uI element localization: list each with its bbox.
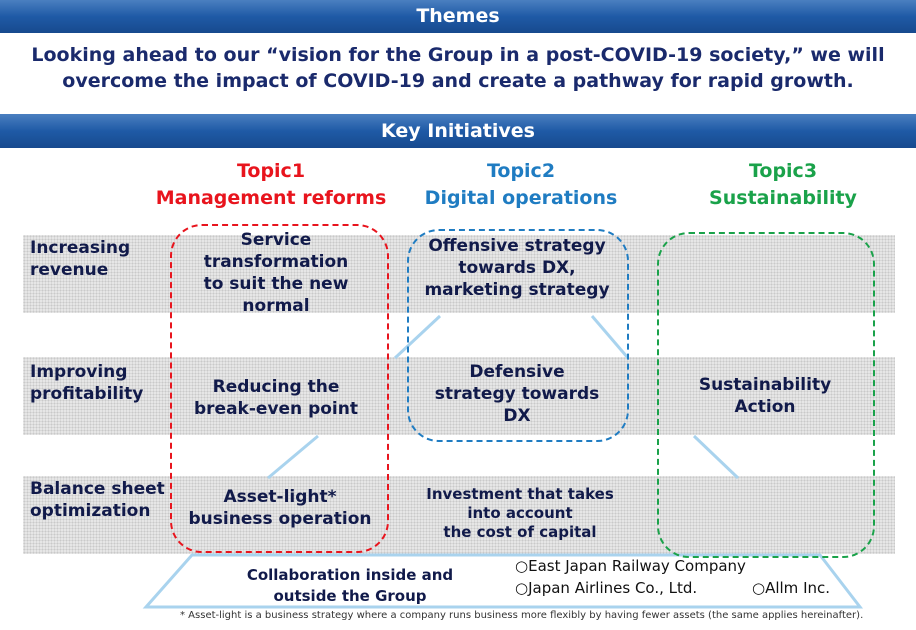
- topic3-name: Sustainability: [709, 187, 857, 209]
- connector-dx-left: [393, 314, 442, 360]
- cell-break-even: Reducing the break-even point: [194, 377, 358, 419]
- row-label-revenue: Increasing revenue: [30, 238, 131, 280]
- connector-dx-right: [590, 315, 630, 359]
- row-band-revenue: [23, 235, 895, 313]
- key-initiatives-banner: Key Initiatives: [0, 114, 916, 148]
- key-initiatives-title: Key Initiatives: [381, 120, 535, 142]
- cell-offensive-dx: Offensive strategy towards DX, marketing…: [424, 236, 610, 300]
- connector-asset-light: [267, 434, 319, 480]
- cell-investment-capital: Investment that takes into account the c…: [426, 485, 614, 541]
- partner-allm: ○Allm Inc.: [752, 579, 831, 597]
- cell-asset-light: Asset-light* business operation: [188, 487, 372, 529]
- topic1-name: Management reforms: [155, 187, 387, 209]
- partner-jal: ○Japan Airlines Co., Ltd.: [515, 579, 698, 597]
- footnote: * Asset-light is a business strategy whe…: [180, 610, 864, 621]
- row-band-balance: [23, 476, 895, 554]
- row-band-profitability: [23, 357, 895, 435]
- topic1-dashed-group: [170, 224, 389, 553]
- topic2-id: Topic2: [486, 160, 556, 182]
- lead-statement: Looking ahead to our “vision for the Gro…: [31, 44, 885, 92]
- topic2-dashed-group: [407, 229, 629, 442]
- row-label-profitability: Improving profitability: [30, 362, 144, 404]
- topic3-header: Topic3 Sustainability: [672, 158, 894, 212]
- topic2-header: Topic2 Digital operations: [410, 158, 632, 212]
- row-label-balance: Balance sheet optimization: [30, 479, 165, 521]
- themes-banner: Themes: [0, 0, 916, 33]
- topic1-id: Topic1: [236, 160, 306, 182]
- cell-defensive-dx: Defensive strategy towards DX: [434, 362, 600, 426]
- topic2-name: Digital operations: [424, 187, 618, 209]
- themes-title: Themes: [416, 5, 500, 27]
- connector-sustainability: [692, 434, 740, 480]
- topic1-header: Topic1 Management reforms: [140, 158, 402, 212]
- cell-service-transformation: Service transformation to suit the new n…: [203, 230, 349, 316]
- collaboration-base-outline: [142, 553, 864, 609]
- partner-jr-east: ○East Japan Railway Company: [515, 557, 746, 575]
- cell-sustainability-action: Sustainability Action: [698, 375, 832, 417]
- topic3-id: Topic3: [748, 160, 818, 182]
- topic3-dashed-group: [657, 232, 875, 558]
- cell-collaboration: Collaboration inside and outside the Gro…: [246, 566, 454, 605]
